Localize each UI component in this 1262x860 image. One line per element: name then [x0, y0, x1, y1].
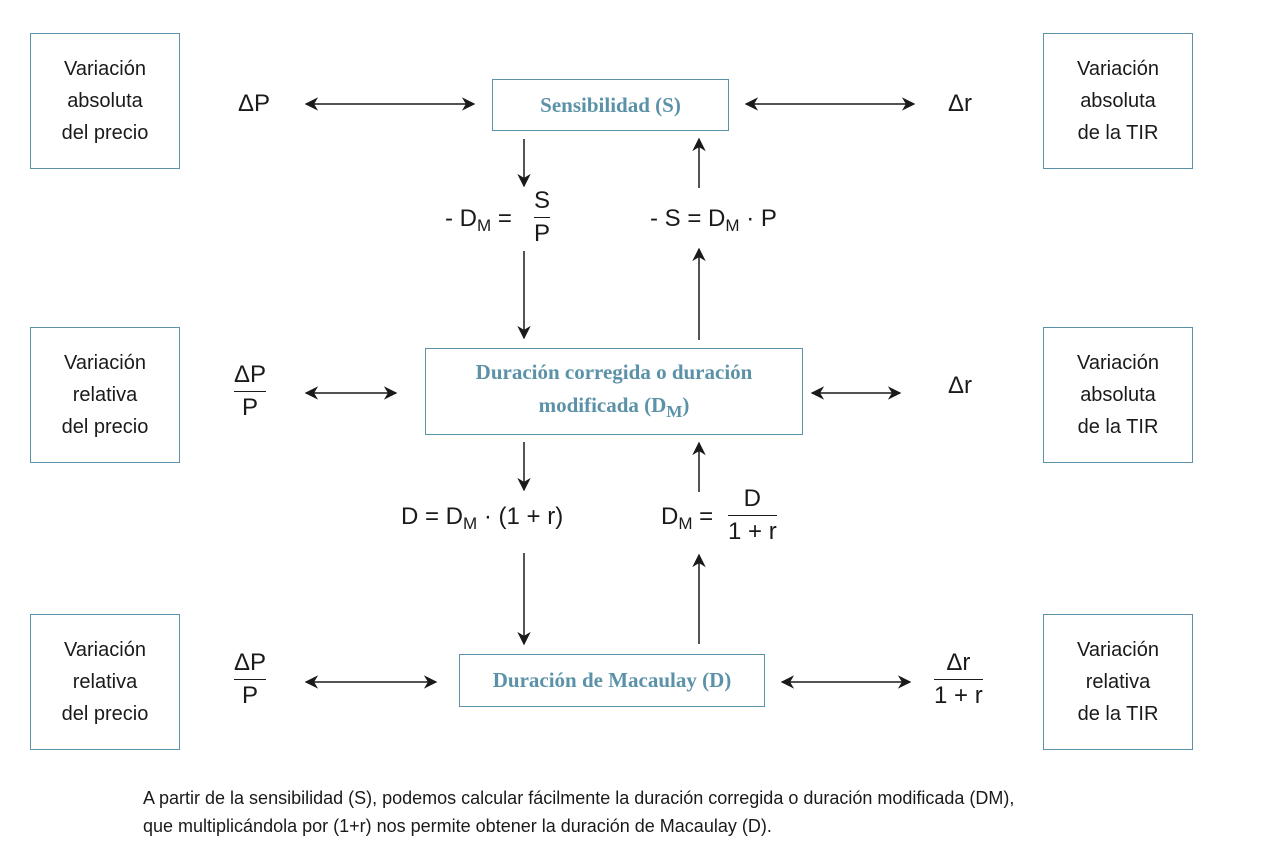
formula-text: · P [739, 205, 777, 232]
fraction-bar [234, 679, 267, 680]
left-box-relative-price-2: Variación relativa del precio [30, 614, 180, 750]
duracion-modificada-label-2: modificada (D [538, 392, 667, 417]
label-line: del precio [61, 703, 149, 725]
fraction-bar [934, 679, 983, 680]
label-line: Variación [64, 58, 146, 80]
left-box-relative-price: Variación relativa del precio [30, 327, 180, 463]
label-line: absoluta [1080, 384, 1156, 406]
label-line: Variación [64, 639, 146, 661]
right-box-absolute-tir-2: Variación absoluta de la TIR [1043, 327, 1193, 463]
fraction-bar [234, 391, 267, 392]
formula-s-equals-dm-p: - S = DM · P [650, 205, 777, 236]
d-over-one-plus-r-fraction: D 1 + r [728, 486, 777, 545]
subscript-m: M [666, 401, 683, 421]
fraction-bar [728, 515, 777, 516]
fraction-denominator: 1 + r [934, 682, 983, 709]
macaulay-box: Duración de Macaulay (D) [459, 654, 765, 707]
fraction-denominator: P [242, 394, 259, 421]
caption-line-1: A partir de la sensibilidad (S), podemos… [143, 788, 1015, 808]
formula-text: - D [445, 205, 477, 232]
fraction-bar [534, 217, 551, 218]
sensibilidad-label: Sensibilidad (S) [540, 92, 681, 117]
duracion-modificada-label-1: Duración corregida o duración [475, 359, 753, 384]
label-line: Variación [64, 352, 146, 374]
label-line: relativa [72, 384, 138, 406]
closing-paren: ) [682, 392, 690, 417]
delta-p-over-p-fraction-2: ΔP P [234, 649, 267, 709]
fraction-numerator: Δr [946, 649, 971, 676]
delta-r-over-one-plus-r-fraction: Δr 1 + r [934, 650, 983, 709]
fraction-numerator: ΔP [234, 361, 267, 388]
delta-r-symbol: Δr [948, 90, 973, 117]
label-line: relativa [1085, 671, 1151, 693]
formula-d-equals-dm-one-plus-r: D = DM · (1 + r) [401, 503, 563, 534]
subscript-m: M [678, 514, 693, 533]
caption: A partir de la sensibilidad (S), podemos… [143, 784, 1014, 840]
delta-r-symbol-2: Δr [948, 372, 973, 399]
formula-text: D = D [401, 503, 464, 530]
fraction-denominator: P [534, 220, 551, 247]
label-line: de la TIR [1077, 416, 1159, 438]
fraction-denominator: 1 + r [728, 518, 777, 545]
delta-p-over-p-fraction: ΔP P [234, 361, 267, 421]
subscript-m: M [725, 216, 740, 235]
subscript-m: M [477, 216, 492, 235]
duracion-modificada-box: Duración corregida o duración modificada… [425, 348, 803, 435]
formula-dm-equals-s-over-p: - DM = [445, 205, 512, 236]
formula-text: D [661, 503, 679, 530]
right-box-absolute-tir: Variación absoluta de la TIR [1043, 33, 1193, 169]
fraction-numerator: S [534, 187, 551, 214]
fraction-denominator: P [242, 682, 259, 709]
left-box-absolute-price: Variación absoluta del precio [30, 33, 180, 169]
label-line: de la TIR [1077, 122, 1159, 144]
formula-text: · (1 + r) [477, 503, 564, 530]
label-line: relativa [72, 671, 138, 693]
fraction-numerator: ΔP [234, 649, 267, 676]
sensibilidad-box: Sensibilidad (S) [492, 79, 729, 131]
label-line: Variación [1077, 58, 1159, 80]
caption-line-2: que multiplicándola por (1+r) nos permit… [143, 816, 772, 836]
label-line: absoluta [67, 90, 143, 112]
formula-text: = [692, 503, 714, 530]
label-line: del precio [61, 122, 149, 144]
s-over-p-fraction: S P [534, 187, 551, 247]
subscript-m: M [463, 514, 478, 533]
delta-p-symbol: ΔP [238, 90, 271, 117]
macaulay-label: Duración de Macaulay (D) [492, 668, 732, 692]
formula-text: = [491, 205, 512, 232]
formula-dm-equals-d-over-one-plus-r: DM = [661, 503, 713, 534]
label-line: absoluta [1080, 90, 1156, 112]
right-box-relative-tir: Variación relativa de la TIR [1043, 614, 1193, 750]
label-line: de la TIR [1077, 703, 1159, 725]
fraction-numerator: D [743, 485, 762, 512]
label-line: Variación [1077, 639, 1159, 661]
label-line: del precio [61, 416, 149, 438]
formula-text: - S = D [650, 205, 726, 232]
label-line: Variación [1077, 352, 1159, 374]
